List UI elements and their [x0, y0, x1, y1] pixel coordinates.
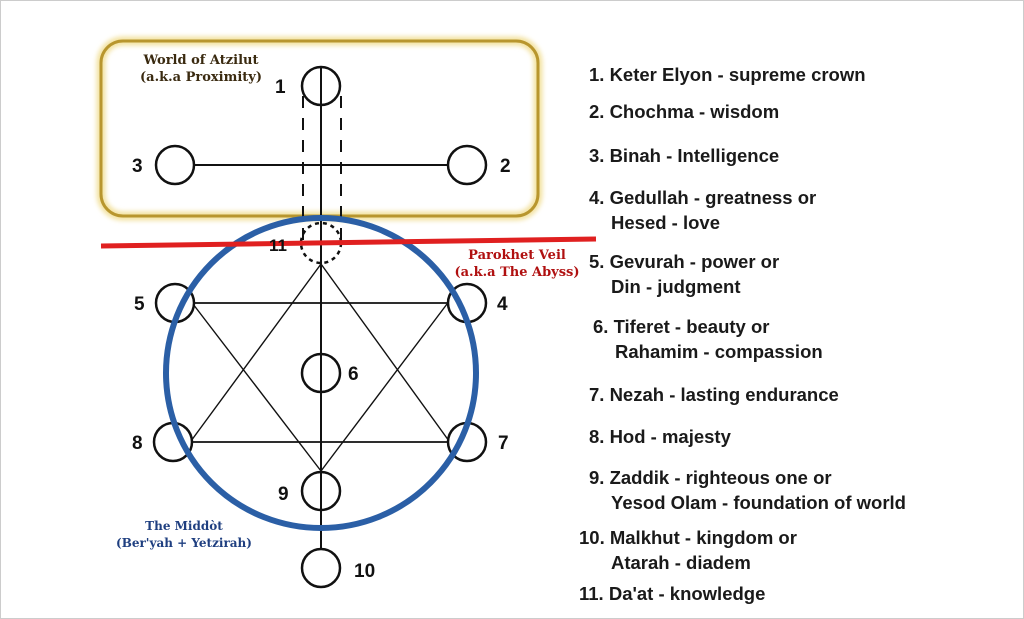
node-4-label: 4	[497, 294, 508, 315]
legend-item-8: 8. Hod - majesty	[589, 426, 731, 447]
node-2-circle	[446, 144, 488, 186]
atzilut-subtitle: (a.k.a Proximity)	[140, 70, 262, 85]
legend-item-1: 1. Keter Elyon - supreme crown	[589, 64, 866, 85]
veil-title: Parokhet Veil	[468, 248, 566, 263]
node-8-label: 8	[132, 433, 143, 454]
legend-item-11: 11. Da'at - knowledge	[579, 583, 766, 604]
node-3-circle	[154, 144, 196, 186]
middot-subtitle: (Ber'yah + Yetzirah)	[116, 536, 252, 550]
node-10-label: 10	[354, 561, 375, 582]
legend-item-7: 7. Nezah - lasting endurance	[589, 384, 839, 405]
node-5-label: 5	[134, 294, 145, 315]
node-6-label: 6	[348, 364, 359, 385]
middot-circle	[163, 215, 479, 531]
line-4-9	[320, 303, 448, 472]
node-3-label: 3	[132, 156, 143, 177]
node-11-label: 11	[269, 236, 287, 255]
line-11-8	[190, 263, 322, 442]
node-9-label: 9	[278, 484, 289, 505]
line-5-9	[192, 303, 322, 472]
node-1-label: 1	[275, 77, 286, 98]
line-11-7	[320, 263, 450, 442]
middot-title: The Middòt	[145, 519, 223, 533]
atzilut-title: World of Atzilut	[143, 53, 259, 68]
veil-subtitle: (a.k.a The Abyss)	[454, 265, 579, 280]
node-10-circle	[300, 547, 342, 589]
node-2-label: 2	[500, 156, 511, 177]
legend-item-3: 3. Binah - Intelligence	[589, 145, 780, 166]
node-7-label: 7	[498, 433, 509, 454]
parokhet-veil-line	[100, 236, 597, 249]
legend-item-2: 2. Chochma - wisdom	[589, 101, 780, 122]
